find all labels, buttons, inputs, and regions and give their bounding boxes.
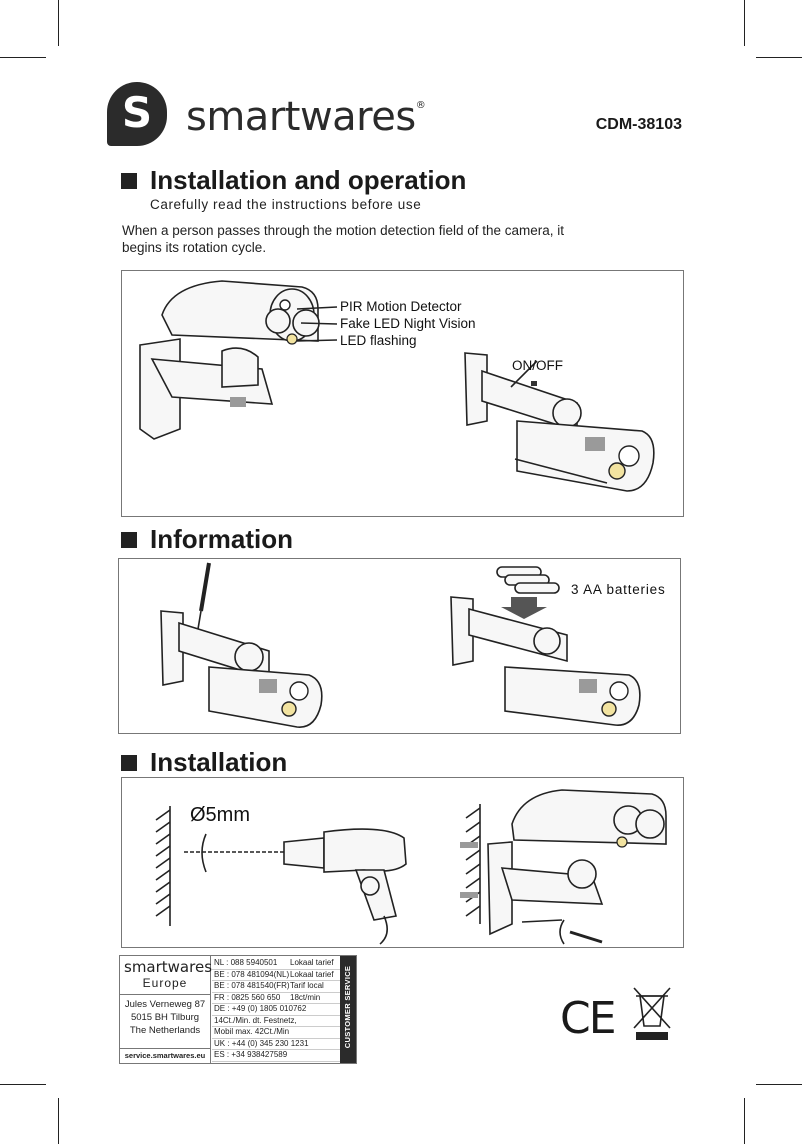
section-subtitle: Carefully read the instructions before u… (150, 197, 422, 212)
bullet-square-icon (121, 531, 137, 548)
divider (120, 994, 210, 995)
contact-row: 14Ct./Min. dt. Festnetz, (212, 1016, 340, 1027)
customer-service-side-label: CUSTOMER SERVICE (340, 956, 356, 1063)
label-leader-lines (296, 306, 338, 342)
drill-illustration (184, 828, 407, 945)
installation-panel: Ø5mm (121, 777, 684, 948)
crop-mark (756, 1084, 802, 1085)
camera-underside-illustration (464, 352, 655, 492)
crop-mark (744, 1098, 745, 1144)
section-installation-operation-title: Installation and operation (121, 165, 466, 196)
contact-row: DE : +49 (0) 1805 010762 (212, 1004, 340, 1016)
pir-motion-detector-label: PIR Motion Detector (340, 299, 462, 314)
company-address-block: smartwares Europe Jules Verneweg 87 5015… (120, 956, 213, 1063)
on-off-leader-line (510, 360, 538, 388)
section-paragraph: When a person passes through the motion … (122, 223, 565, 255)
crop-mark (58, 0, 59, 46)
crop-mark (0, 1084, 46, 1085)
crop-mark (58, 1098, 59, 1144)
bullet-square-icon (121, 754, 137, 771)
contact-row: BE : 078 481540(FR)Tarif local (212, 981, 340, 993)
smartwares-logo-icon: S (107, 82, 167, 146)
section-information-title: Information (121, 524, 293, 555)
section-installation-title: Installation (121, 747, 287, 778)
contact-row: UK : +44 (0) 345 230 1231 (212, 1039, 340, 1050)
camera-overview-panel: PIR Motion Detector Fake LED Night Visio… (121, 270, 684, 517)
crop-mark (756, 57, 802, 58)
crop-mark (0, 57, 46, 58)
ce-mark-icon: CE (560, 993, 617, 1044)
camera-side-illustration (139, 280, 320, 440)
drill-size-label: Ø5mm (190, 804, 250, 826)
battery-insert-illustration (450, 566, 641, 726)
led-flashing-label: LED flashing (340, 333, 417, 348)
battery-info-panel: 3 AA batteries (118, 558, 681, 734)
footer-region: Europe (142, 976, 188, 990)
wall-hatch-icon (155, 806, 171, 926)
footer-brand: smartwares (124, 958, 213, 976)
contact-row: ES : +34 938427589 (212, 1050, 340, 1062)
weee-bin-icon (633, 987, 671, 1040)
model-number: CDM-38103 (595, 116, 682, 133)
on-off-switch-label: ON/OFF (512, 358, 563, 373)
brand-name: smartwares® (186, 94, 426, 140)
customer-service-box: smartwares Europe Jules Verneweg 87 5015… (119, 955, 357, 1064)
fake-led-night-vision-label: Fake LED Night Vision (340, 316, 476, 331)
wall-mount-illustration (460, 789, 667, 945)
screwdriver-camera-illustration (160, 562, 323, 728)
crop-mark (744, 0, 745, 46)
service-website: service.smartwares.eu (120, 1048, 210, 1061)
contact-row: Mobil max. 42Ct./Min (212, 1027, 340, 1039)
contact-row: BE : 078 481094(NL)Lokaal tarief (212, 970, 340, 981)
company-address: Jules Verneweg 87 5015 BH Tilburg The Ne… (124, 999, 206, 1036)
batteries-label: 3 AA batteries (571, 582, 666, 597)
bullet-square-icon (121, 172, 137, 189)
